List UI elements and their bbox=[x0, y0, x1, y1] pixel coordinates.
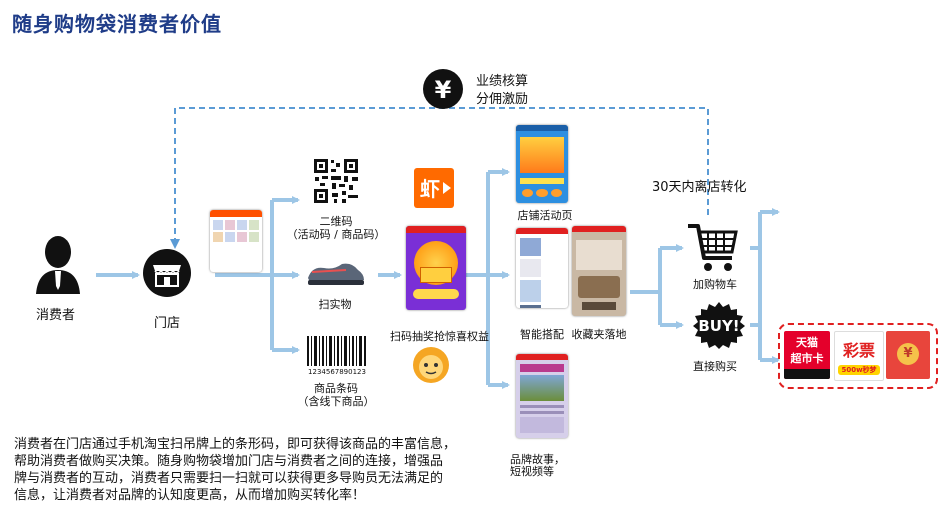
qr-sub-label: （活动码 / 商品码） bbox=[286, 228, 386, 241]
shopping-cart-icon bbox=[688, 224, 738, 271]
qr-label: 二维码 bbox=[319, 215, 353, 228]
lottery-card: 彩票 500w秒梦 bbox=[834, 331, 884, 381]
store-phone-screenshot bbox=[210, 210, 262, 272]
red-packet-yen-icon: ¥ bbox=[897, 343, 919, 365]
mascot-icon bbox=[413, 347, 449, 383]
store-icon bbox=[143, 249, 191, 297]
description-line: 牌与消费者的互动，消费者只需要扫一扫就可以获得更多导购员无法满足的 bbox=[14, 471, 444, 486]
description-text: 消费者在门店通过手机淘宝扫吊牌上的条形码，即可获得该商品的丰富信息， 帮助消费者… bbox=[14, 436, 494, 504]
brand-story-screenshot bbox=[516, 354, 568, 438]
description-line: 消费者在门店通过手机淘宝扫吊牌上的条形码，即可获得该商品的丰富信息， bbox=[14, 437, 457, 452]
rewards-box bbox=[778, 323, 938, 389]
xia-app-logo-icon: 虾 bbox=[414, 168, 454, 208]
yen-icon: ¥ bbox=[423, 69, 463, 109]
svg-text:虾: 虾 bbox=[420, 177, 440, 201]
description-line: 信息，让消费者对品牌的认知度更高，从而增加购买转化率！ bbox=[14, 488, 366, 503]
store-label: 门店 bbox=[154, 316, 181, 331]
barcode-digits: 1234567890123 bbox=[308, 368, 366, 376]
smart-match-screenshot bbox=[516, 228, 568, 308]
favorites-screenshot bbox=[572, 226, 626, 316]
svg-text:¥: ¥ bbox=[435, 76, 452, 104]
red-packet-card: ¥ bbox=[886, 331, 930, 379]
sneaker-icon bbox=[308, 263, 364, 285]
page-title: 随身购物袋消费者价值 bbox=[12, 12, 222, 36]
tmall-card-sub: 超市卡 bbox=[790, 352, 824, 365]
store-activity-label: 店铺活动页 bbox=[517, 209, 573, 222]
favorites-label: 收藏夹落地 bbox=[571, 328, 627, 341]
lottery-card-sub: 500w秒梦 bbox=[838, 365, 880, 375]
qr-code-icon bbox=[312, 157, 360, 205]
reward-label-1: 业绩核算 bbox=[476, 74, 529, 89]
scan-rights-label: 扫码抽奖抢惊喜权益 bbox=[390, 330, 489, 343]
description-line: 帮助消费者做购买决策。随身购物袋增加门店与消费者之间的连接，增强品 bbox=[14, 454, 444, 469]
barcode-sub-label: （含线下商品） bbox=[297, 395, 375, 408]
tmall-card-title: 天猫 bbox=[796, 336, 818, 349]
direct-buy-label: 直接购买 bbox=[693, 360, 737, 373]
smart-match-label: 智能搭配 bbox=[520, 328, 564, 341]
lottery-phone-screenshot bbox=[406, 226, 466, 310]
brand-story-label-2: 短视频等 bbox=[510, 465, 554, 478]
real-item-label: 扫实物 bbox=[318, 298, 352, 311]
lottery-card-title: 彩票 bbox=[842, 341, 875, 360]
consumer-icon bbox=[36, 236, 80, 294]
buy-badge-icon: BUY! bbox=[693, 302, 745, 349]
reward-label-2: 分佣激励 bbox=[476, 92, 529, 107]
buy-badge-text: BUY! bbox=[698, 317, 739, 335]
brand-story-label-1: 品牌故事， bbox=[510, 453, 565, 466]
store-activity-screenshot bbox=[516, 125, 568, 203]
tmall-card: 天猫 超市卡 bbox=[784, 331, 830, 379]
conversion-label: 30天内离店转化 bbox=[652, 180, 747, 195]
barcode-label: 商品条码 bbox=[314, 382, 358, 395]
barcode-icon: 1234567890123 bbox=[307, 336, 366, 376]
consumer-label: 消费者 bbox=[36, 308, 76, 323]
add-cart-label: 加购物车 bbox=[693, 278, 737, 291]
